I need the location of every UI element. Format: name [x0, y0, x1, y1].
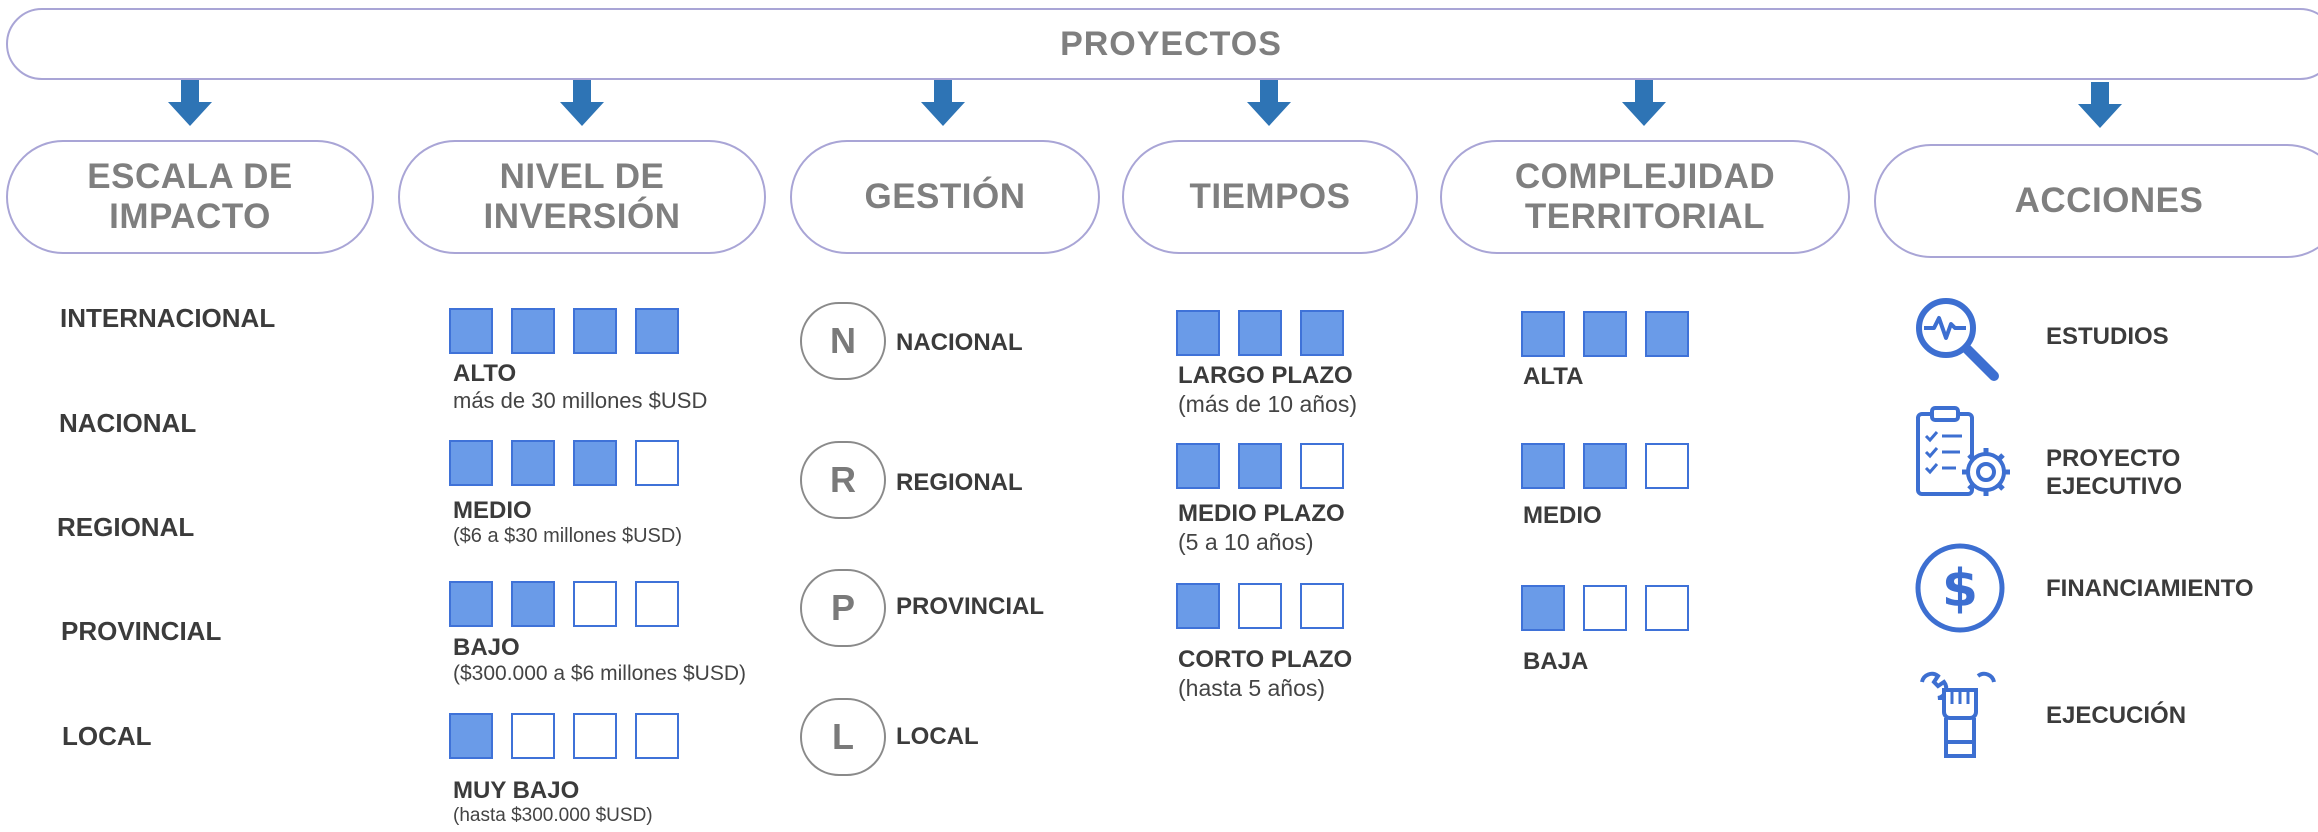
dollar-circle-icon: $: [1915, 543, 2005, 633]
level-square-empty: [573, 581, 617, 627]
tiempo-level-name: LARGO PLAZO: [1178, 362, 1353, 389]
level-square-empty: [635, 713, 679, 759]
level-square-filled: [511, 440, 555, 486]
tiempo-level-name: CORTO PLAZO: [1178, 646, 1353, 673]
escala-item: LOCAL: [62, 721, 152, 751]
level-square-filled: [573, 308, 617, 354]
proyectos-title: PROYECTOS: [6, 8, 2318, 80]
level-square-filled: [1238, 310, 1282, 356]
escala-item: INTERNACIONAL: [60, 303, 276, 333]
level-square-filled: [1645, 311, 1689, 357]
level-square-filled: [1176, 583, 1220, 629]
level-square-empty: [635, 581, 679, 627]
header-line: GESTIÓN: [864, 177, 1026, 216]
level-square-filled: [1583, 443, 1627, 489]
level-square-empty: [1238, 583, 1282, 629]
hand-wrench-icon: [1920, 671, 1996, 758]
inversion-level-desc: ($6 a $30 millones $USD): [453, 525, 682, 547]
proyectos-title-text: PROYECTOS: [1060, 24, 1282, 63]
level-square-filled: [449, 308, 493, 354]
arrow-down-icon: [1622, 80, 1666, 126]
level-square-filled: [1176, 310, 1220, 356]
level-square-empty: [635, 440, 679, 486]
escala-item: PROVINCIAL: [61, 616, 222, 646]
header-line: INVERSIÓN: [483, 197, 681, 236]
accion-label: PROYECTO EJECUTIVO: [2046, 445, 2183, 500]
level-square-filled: [635, 308, 679, 354]
inversion-level-desc: (hasta $300.000 $USD): [453, 805, 653, 826]
level-square-filled: [1521, 311, 1565, 357]
gestion-label: PROVINCIAL: [896, 593, 1045, 620]
level-square-empty: [1300, 583, 1344, 629]
gestion-badge-p: P: [800, 569, 886, 647]
header-line: TIEMPOS: [1189, 177, 1351, 216]
header-line: TERRITORIAL: [1524, 197, 1766, 236]
level-square-filled: [511, 581, 555, 627]
inversion-level-name: MEDIO: [453, 497, 532, 524]
level-square-filled: [1583, 311, 1627, 357]
tiempo-level-desc: (hasta 5 años): [1178, 675, 1326, 701]
arrow-down-icon: [2078, 82, 2122, 128]
inversion-level-desc: más de 30 millones $USD: [453, 388, 708, 413]
level-square-empty: [1645, 585, 1689, 631]
escala-item: REGIONAL: [57, 512, 195, 542]
level-square-filled: [511, 308, 555, 354]
level-square-filled: [1176, 443, 1220, 489]
inversion-level-name: MUY BAJO: [453, 777, 580, 804]
header-tiempos: TIEMPOS: [1122, 140, 1418, 254]
tiempo-level-name: MEDIO PLAZO: [1178, 500, 1345, 527]
level-square-filled: [1238, 443, 1282, 489]
accion-label: ESTUDIOS: [2046, 323, 2169, 350]
level-square-empty: [573, 713, 617, 759]
level-square-filled: [449, 713, 493, 759]
level-square-filled: [1521, 585, 1565, 631]
header-line: COMPLEJIDAD: [1514, 157, 1776, 196]
complejidad-level-name: BAJA: [1523, 648, 1589, 675]
inversion-level-name: BAJO: [453, 634, 520, 661]
level-square-filled: [449, 581, 493, 627]
header-line: NIVEL DE: [499, 157, 665, 196]
complejidad-level-name: MEDIO: [1523, 502, 1602, 529]
accion-label: EJECUCIÓN: [2046, 702, 2187, 729]
clipboard-gear-icon: [1916, 406, 2010, 496]
tiempo-level-desc: (5 a 10 años): [1178, 529, 1314, 555]
accion-label: FINANCIAMIENTO: [2046, 575, 2254, 602]
header-line: ESCALA DE: [87, 157, 293, 196]
level-square-empty: [1583, 585, 1627, 631]
inversion-level-desc: ($300.000 a $6 millones $USD): [453, 662, 746, 685]
level-square-filled: [1521, 443, 1565, 489]
arrow-down-icon: [1247, 80, 1291, 126]
gestion-badge-r: R: [800, 441, 886, 519]
gestion-label: REGIONAL: [896, 469, 1023, 496]
inversion-level-name: ALTO: [453, 360, 517, 387]
arrow-down-icon: [168, 80, 212, 126]
level-square-empty: [511, 713, 555, 759]
arrow-down-icon: [921, 80, 965, 126]
header-gestion: GESTIÓN: [790, 140, 1100, 254]
gestion-badge-l: L: [800, 698, 886, 776]
arrow-down-icon: [560, 80, 604, 126]
magnifier-pulse-icon: [1916, 298, 1999, 381]
level-square-filled: [573, 440, 617, 486]
level-square-filled: [449, 440, 493, 486]
level-square-filled: [1300, 310, 1344, 356]
complejidad-level-name: ALTA: [1523, 363, 1584, 390]
gestion-label: NACIONAL: [896, 329, 1023, 356]
svg-text:$: $: [1942, 559, 1978, 619]
header-acciones: ACCIONES: [1874, 144, 2318, 258]
level-square-empty: [1645, 443, 1689, 489]
header-line: IMPACTO: [109, 197, 271, 236]
header-line: ACCIONES: [2014, 181, 2204, 220]
gestion-label: LOCAL: [896, 723, 979, 750]
tiempo-level-desc: (más de 10 años): [1178, 391, 1357, 417]
level-square-empty: [1300, 443, 1344, 489]
escala-item: NACIONAL: [59, 408, 197, 438]
gestion-badge-n: N: [800, 302, 886, 380]
